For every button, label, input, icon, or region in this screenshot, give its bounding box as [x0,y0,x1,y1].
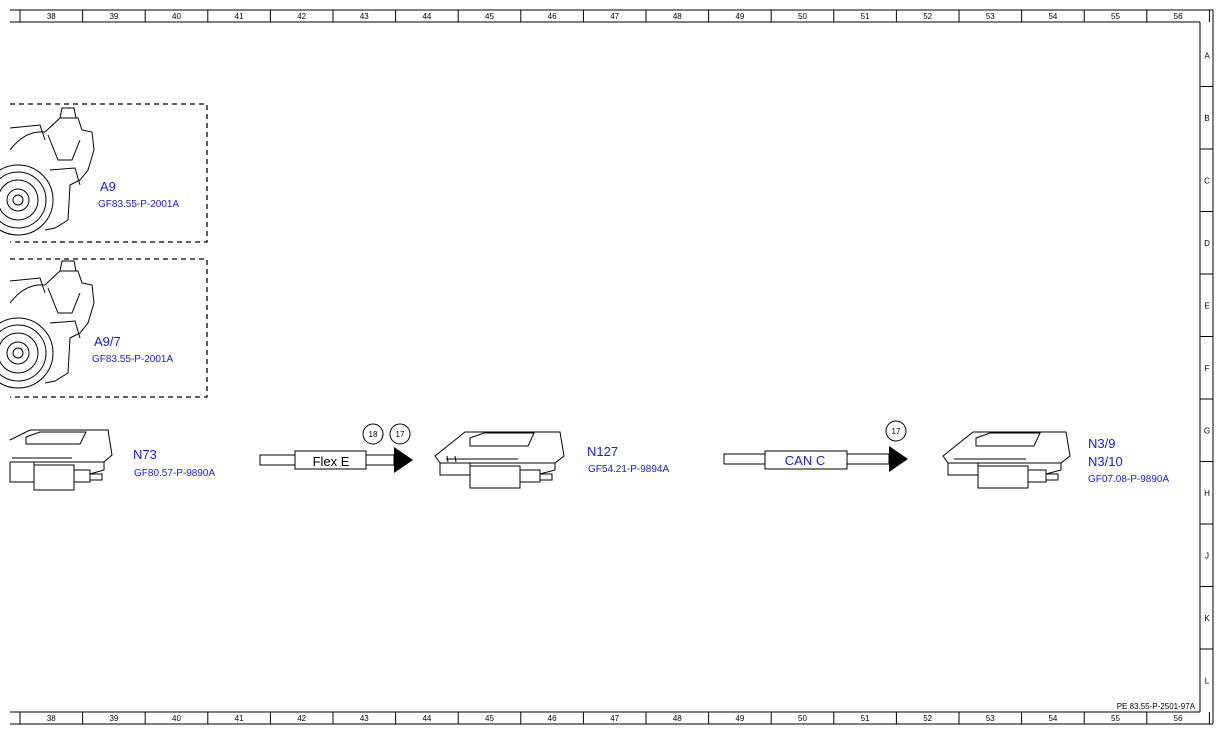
document-reference: PE 83.55-P-2501-97A [1117,702,1196,711]
column-number: 41 [235,12,244,21]
n73-component[interactable]: N73 GF80.57-P-9890A [9,429,215,491]
control-unit-icon [434,431,565,489]
column-number: 44 [422,714,431,723]
column-number: 46 [548,714,557,723]
column-number: 49 [735,714,744,723]
n3-9-label: N3/9 [1088,436,1115,451]
column-number: 49 [735,12,744,21]
connector-marker [389,423,411,445]
column-number: 42 [297,12,306,21]
column-number: 44 [422,12,431,21]
a9-7-reference[interactable]: GF83.55-P-2001A [92,354,173,365]
column-number: 51 [861,12,870,21]
row-letter: C [1204,176,1210,185]
n127-reference[interactable]: GF54.21-P-9894A [588,464,669,475]
control-unit-icon [9,429,113,491]
column-number: 50 [798,12,807,21]
column-number: 48 [673,12,682,21]
column-number: 39 [109,714,118,723]
column-number: 38 [47,714,56,723]
column-number: 48 [673,714,682,723]
column-number: 46 [548,12,557,21]
drawing-frame [10,9,1214,725]
can-c-bus[interactable]: CAN C 17 [723,420,908,472]
a9-7-label: A9/7 [94,334,121,349]
row-letter: G [1204,426,1210,435]
flex-e-label: Flex E [313,454,350,469]
row-letter: B [1204,114,1209,123]
can-c-label: CAN C [785,453,825,468]
column-number: 54 [1048,12,1057,21]
flex-e-bus[interactable]: Flex E 18 17 [259,423,413,473]
connector-marker-label: 17 [892,427,901,436]
column-number: 42 [297,714,306,723]
row-letter: J [1205,551,1209,560]
column-number: 47 [610,714,619,723]
compressor-icon [0,107,95,236]
column-number: 56 [1174,12,1183,21]
n3-10-label: N3/10 [1088,454,1123,469]
column-number: 55 [1111,12,1120,21]
connector-marker [885,420,907,442]
row-letter: K [1204,614,1210,623]
column-number: 50 [798,714,807,723]
a9-label: A9 [100,179,116,194]
arrow-right-icon [889,446,908,472]
column-number: 43 [360,714,369,723]
column-number: 41 [235,714,244,723]
n73-label: N73 [133,447,157,462]
column-number: 45 [485,714,494,723]
control-unit-icon [942,431,1071,489]
row-letter: A [1204,51,1210,60]
connector-marker-label: 18 [369,430,378,439]
n3-component[interactable]: N3/9 N3/10 GF07.08-P-9890A [942,431,1169,489]
column-number: 55 [1111,714,1120,723]
row-letter: F [1205,364,1210,373]
column-number: 52 [923,12,932,21]
column-number: 40 [172,12,181,21]
a9-component[interactable]: A9 GF83.55-P-2001A [0,103,208,243]
column-number: 45 [485,12,494,21]
n73-reference[interactable]: GF80.57-P-9890A [134,468,215,479]
column-ruler: 38 38 39 39 40 40 41 41 42 42 43 43 44 44 45 45 46 46 47 47… [19,10,1210,724]
n3-reference[interactable]: GF07.08-P-9890A [1088,474,1169,485]
column-number: 53 [986,714,995,723]
column-number: 38 [47,12,56,21]
row-ruler: A B C D E F G H J K L [1200,51,1213,685]
compressor-icon [0,260,95,389]
n127-component[interactable]: N127 GF54.21-P-9894A [434,431,669,489]
a9-reference[interactable]: GF83.55-P-2001A [98,199,179,210]
column-number: 47 [610,12,619,21]
row-letter: H [1204,489,1210,498]
arrow-right-icon [394,447,413,473]
connector-marker [362,423,384,445]
row-letter: D [1204,239,1210,248]
a9-7-component[interactable]: A9/7 GF83.55-P-2001A [0,258,208,398]
n127-label: N127 [587,444,618,459]
column-number: 56 [1174,714,1183,723]
row-letter: L [1205,676,1210,685]
column-number: 54 [1048,714,1057,723]
column-number: 40 [172,714,181,723]
column-number: 39 [109,12,118,21]
column-number: 43 [360,12,369,21]
column-number: 52 [923,714,932,723]
connector-marker-label: 17 [396,430,405,439]
column-number: 53 [986,12,995,21]
row-letter: E [1204,301,1209,310]
column-number: 51 [861,714,870,723]
